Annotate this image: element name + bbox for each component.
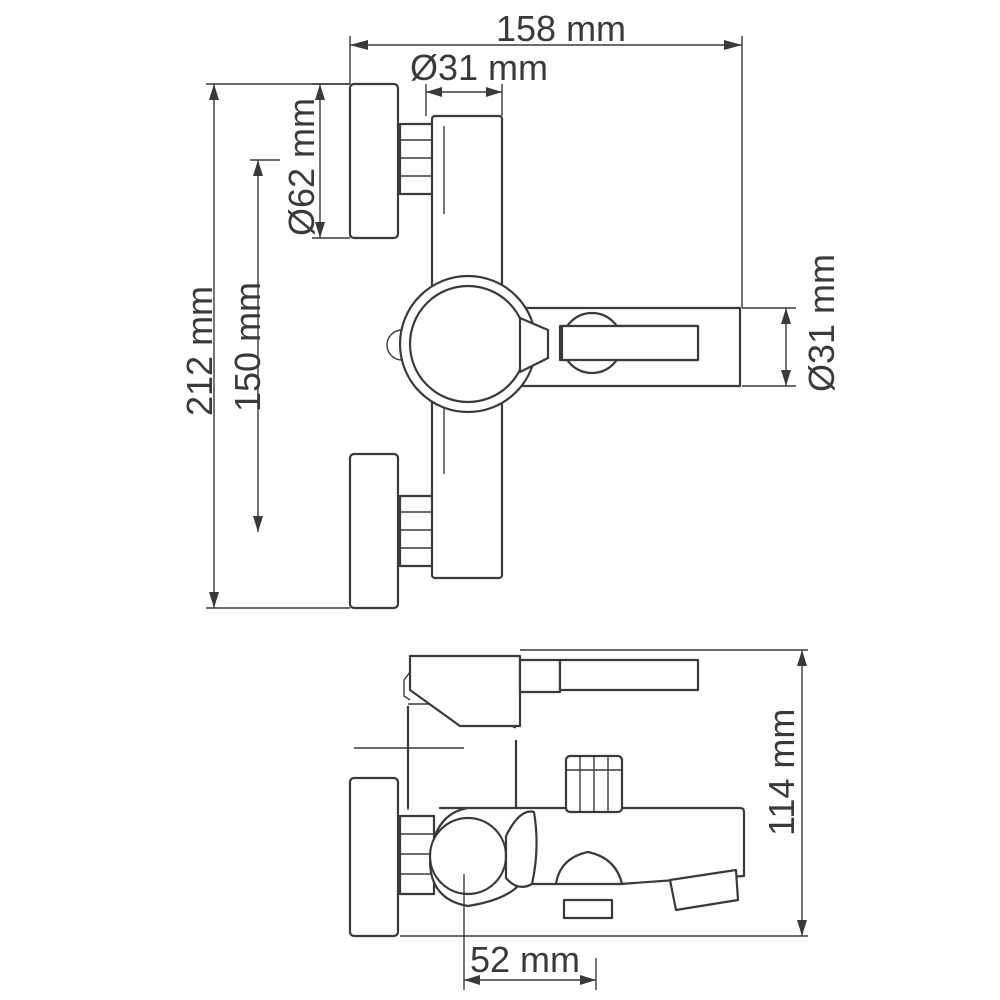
label-total-width: 158 mm (496, 8, 626, 49)
dim-connection-spacing: 150 mm (227, 159, 280, 532)
side-view (348, 654, 746, 938)
side-handle (558, 658, 700, 692)
lower-nut (398, 494, 438, 568)
label-flange-diameter: Ø62 mm (281, 98, 322, 236)
dim-depth: 114 mm (400, 649, 808, 937)
side-cartridge (428, 816, 508, 896)
dim-body-diameter: Ø31 mm (410, 47, 548, 116)
lower-flange (348, 452, 400, 610)
front-view (348, 82, 742, 610)
label-spout-offset: 52 mm (470, 939, 580, 980)
cartridge-cap (408, 284, 528, 404)
upper-nut (398, 122, 438, 196)
side-nut (398, 814, 436, 896)
spout-outlet (668, 868, 740, 912)
dim-total-width: 158 mm (349, 8, 743, 308)
dim-total-height: 212 mm (179, 83, 350, 609)
diverter-bottom (562, 898, 614, 920)
label-body-diameter: Ø31 mm (410, 47, 548, 88)
upper-flange (348, 82, 400, 240)
side-flange (348, 776, 400, 938)
label-lever-diameter: Ø31 mm (801, 254, 842, 392)
label-depth: 114 mm (761, 709, 802, 836)
dim-spout-offset: 52 mm (463, 874, 597, 990)
dim-lever-diameter: Ø31 mm (742, 254, 842, 392)
label-connection-spacing: 150 mm (227, 282, 268, 412)
lever-head (408, 654, 522, 728)
label-total-height: 212 mm (179, 286, 220, 416)
dim-flange-diameter: Ø62 mm (281, 83, 350, 239)
